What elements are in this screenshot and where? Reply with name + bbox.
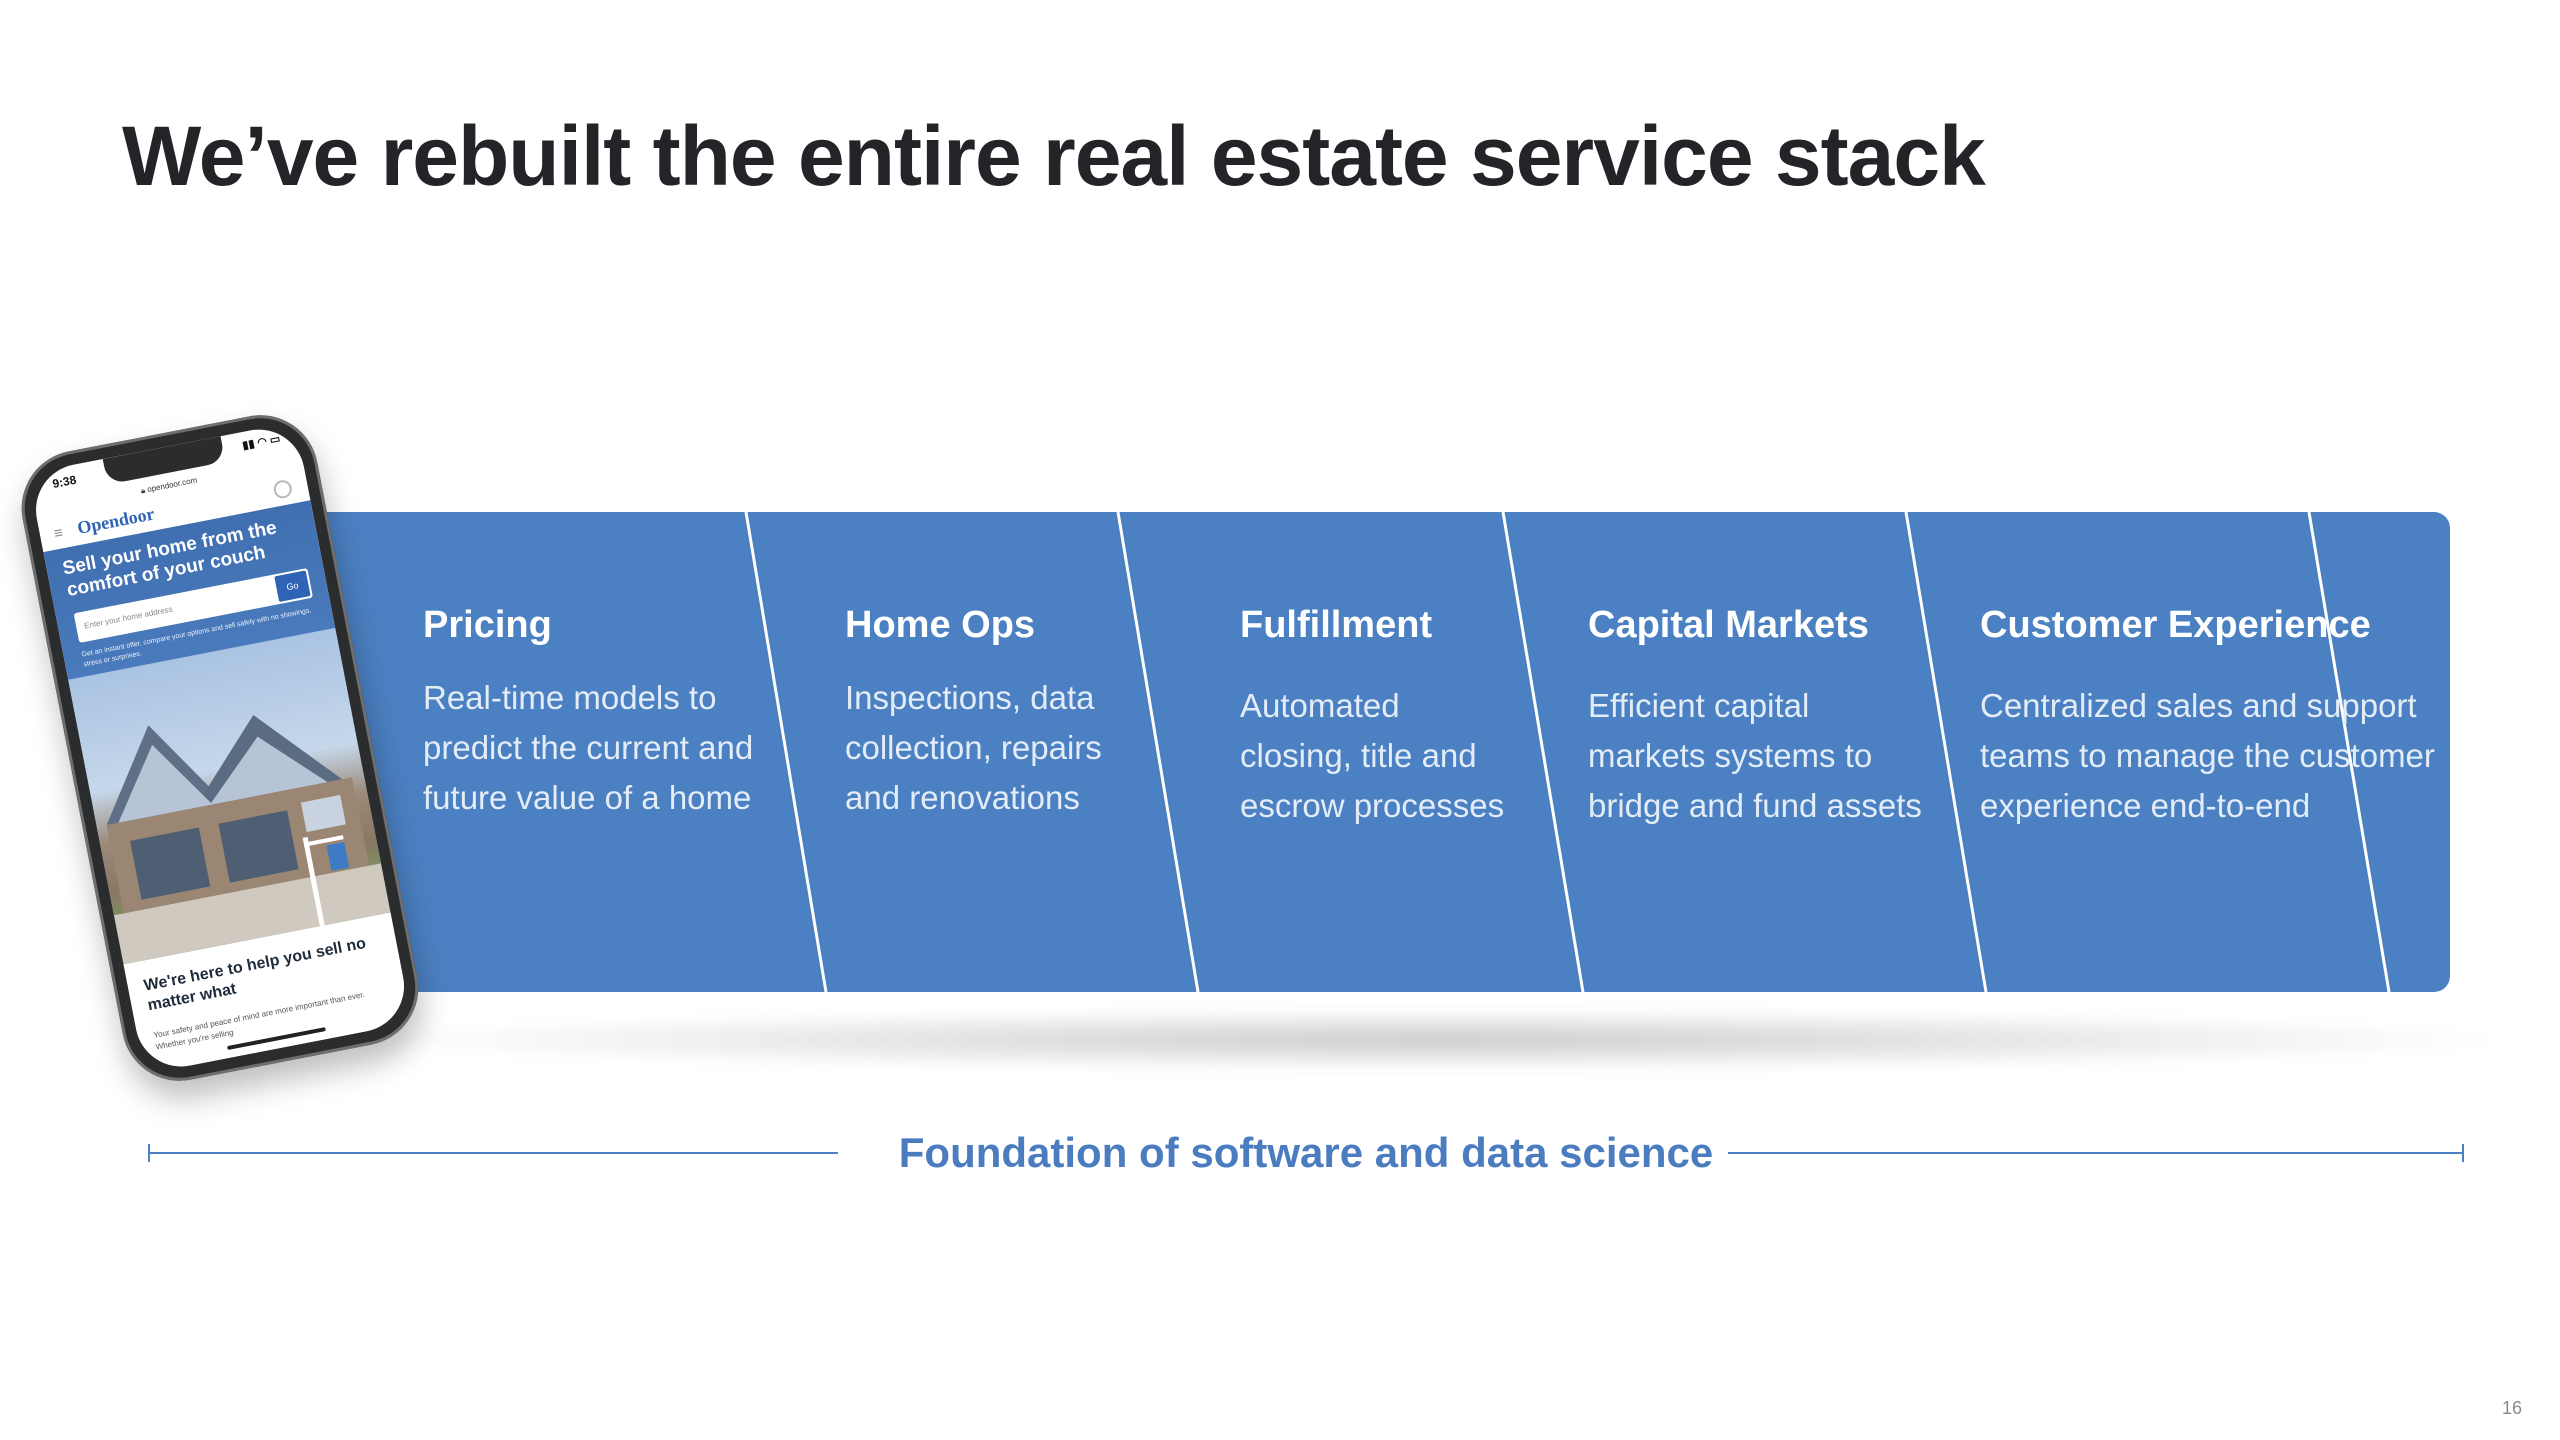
account-icon bbox=[272, 478, 294, 500]
pillar-description: Automated closing, title and escrow proc… bbox=[1240, 687, 1505, 824]
lock-icon: 🔒︎ bbox=[140, 485, 146, 496]
pillar-dividers bbox=[744, 512, 2391, 992]
phone-mockup: 9:38 ▮▮ ◠ ▭ 🔒︎ opendoor.com ≡ Opendoor S… bbox=[11, 405, 429, 1091]
pillar-pricing: Pricing Real-time models to predict the … bbox=[423, 604, 753, 823]
pillar-description: Real-time models to predict the current … bbox=[423, 679, 754, 816]
pillar-title: Capital Markets bbox=[1588, 604, 1869, 646]
pillar-home-ops: Home Ops Inspections, data collection, r… bbox=[845, 604, 1102, 823]
pillar-description: Centralized sales and support teams to m… bbox=[1980, 687, 2435, 824]
slide-title: We’ve rebuilt the entire real estate ser… bbox=[122, 109, 1986, 203]
pillar-customer-experience: Customer Experience Centralized sales an… bbox=[1980, 604, 2435, 831]
page-number: 16 bbox=[2502, 1398, 2523, 1418]
divider-2 bbox=[1116, 512, 1200, 992]
pillar-title: Pricing bbox=[423, 604, 552, 646]
hero-section: Sell your home from the comfort of your … bbox=[43, 500, 391, 965]
foundation-bar: Foundation of software and data science bbox=[148, 1128, 2464, 1178]
menu-icon: ≡ bbox=[52, 524, 65, 543]
divider-3 bbox=[1501, 512, 1585, 992]
pillar-fulfillment: Fulfillment Automated closing, title and… bbox=[1240, 604, 1504, 831]
band-shadow bbox=[380, 1010, 2500, 1070]
foundation-label: Foundation of software and data science bbox=[898, 1129, 1714, 1176]
service-stack-band: Pricing Real-time models to predict the … bbox=[300, 512, 2450, 992]
pillar-description: Inspections, data collection, repairs an… bbox=[845, 679, 1102, 816]
signal-wifi-battery-icon: ▮▮ ◠ ▭ bbox=[241, 432, 282, 453]
foundation-line-left bbox=[148, 1152, 838, 1154]
pillar-capital-markets: Capital Markets Efficient capital market… bbox=[1588, 604, 1922, 831]
house-photo bbox=[68, 627, 391, 965]
pillar-title: Fulfillment bbox=[1240, 604, 1433, 646]
foundation-cap-right bbox=[2462, 1144, 2464, 1162]
house-illustration bbox=[106, 715, 391, 965]
pillar-title: Home Ops bbox=[845, 604, 1036, 646]
divider-1 bbox=[744, 512, 828, 992]
pillar-title: Customer Experience bbox=[1980, 604, 2371, 646]
divider-4 bbox=[1904, 512, 1988, 992]
status-time: 9:38 bbox=[51, 472, 78, 491]
phone-screen: 9:38 ▮▮ ◠ ▭ 🔒︎ opendoor.com ≡ Opendoor S… bbox=[28, 421, 412, 1075]
go-button: Go bbox=[274, 570, 311, 603]
foundation-line-right bbox=[1728, 1152, 2464, 1154]
divider-5 bbox=[2307, 512, 2391, 992]
address-placeholder: Enter your home address bbox=[83, 604, 174, 631]
pillar-description: Efficient capital markets systems to bri… bbox=[1588, 687, 1922, 824]
